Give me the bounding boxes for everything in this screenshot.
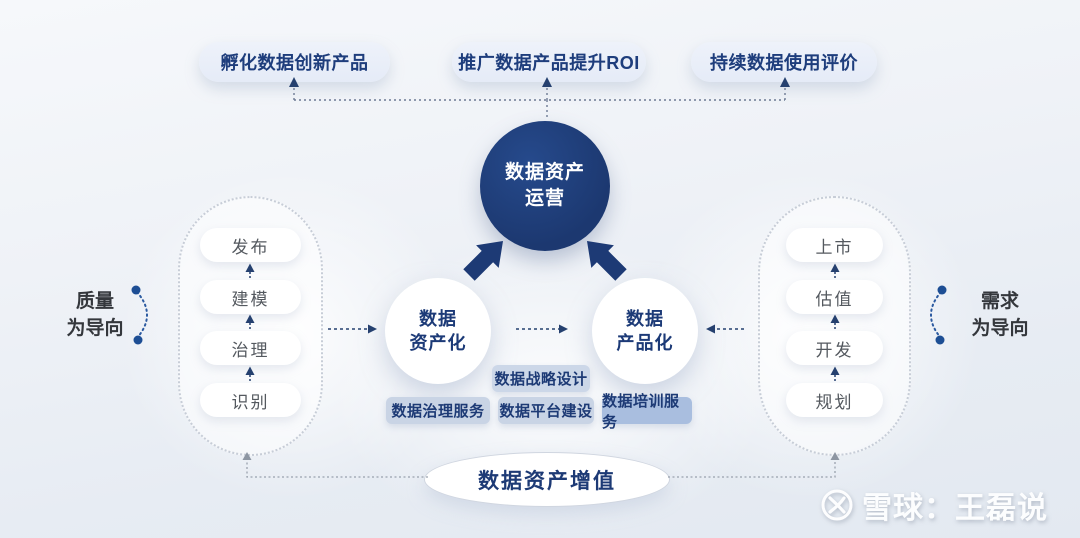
service-tag-training-service: 数据培训服务 bbox=[602, 393, 692, 431]
productization-line2: 产品化 bbox=[616, 333, 674, 353]
right-label-arc-icon bbox=[930, 291, 942, 339]
process-circle-productization: 数据 产品化 bbox=[592, 278, 698, 384]
outcome-box-evaluation: 持续数据使用评价 bbox=[691, 42, 877, 82]
stage-pill-development: 开发 bbox=[786, 331, 883, 365]
demand-oriented-label: 需求 为导向 bbox=[945, 288, 1055, 342]
service-tag-platform-build: 数据平台建设 bbox=[498, 397, 594, 424]
stage-pill-listing: 上市 bbox=[786, 228, 883, 262]
quality-label-line2: 为导向 bbox=[66, 318, 124, 339]
demand-label-line2: 为导向 bbox=[971, 318, 1029, 339]
value-add-ellipse: 数据资产增值 bbox=[424, 452, 670, 507]
service-tag-strategy-design: 数据战略设计 bbox=[492, 365, 590, 392]
hub-circle-data-asset-operation: 数据资产 运营 bbox=[480, 121, 610, 251]
value-connector-left bbox=[246, 460, 428, 478]
outcome-box-incubate: 孵化数据创新产品 bbox=[199, 42, 390, 82]
service-tag-governance-service: 数据治理服务 bbox=[386, 397, 490, 424]
demand-label-line1: 需求 bbox=[980, 291, 1019, 312]
quality-label-line1: 质量 bbox=[75, 291, 114, 312]
productization-line1: 数据 bbox=[626, 309, 664, 329]
outcome-box-roi: 推广数据产品提升ROI bbox=[452, 42, 646, 82]
value-add-label: 数据资产增值 bbox=[478, 469, 616, 493]
stage-pill-planning: 规划 bbox=[786, 383, 883, 417]
value-connector-right bbox=[668, 460, 836, 478]
process-circle-assetization: 数据 资产化 bbox=[385, 278, 491, 384]
xueqiu-logo-icon bbox=[821, 489, 853, 521]
stage-pill-identify: 识别 bbox=[200, 383, 301, 417]
solid-arrow-right-icon bbox=[587, 241, 627, 281]
watermark-text: 雪球：王磊说 bbox=[862, 492, 1048, 525]
assetization-line2: 资产化 bbox=[409, 333, 467, 353]
assetization-line1: 数据 bbox=[419, 309, 457, 329]
watermark: 雪球：王磊说 bbox=[820, 483, 1048, 527]
stage-pill-valuation: 估值 bbox=[786, 280, 883, 314]
hub-line1: 数据资产 bbox=[504, 162, 585, 183]
quality-oriented-label: 质量 为导向 bbox=[40, 288, 150, 342]
stage-pill-publish: 发布 bbox=[200, 228, 301, 262]
stage-pill-governance: 治理 bbox=[200, 331, 301, 365]
stage-pill-modeling: 建模 bbox=[200, 280, 301, 314]
solid-arrow-left-icon bbox=[463, 241, 503, 281]
top-feedback-connector bbox=[293, 87, 786, 120]
hub-line2: 运营 bbox=[524, 188, 565, 209]
